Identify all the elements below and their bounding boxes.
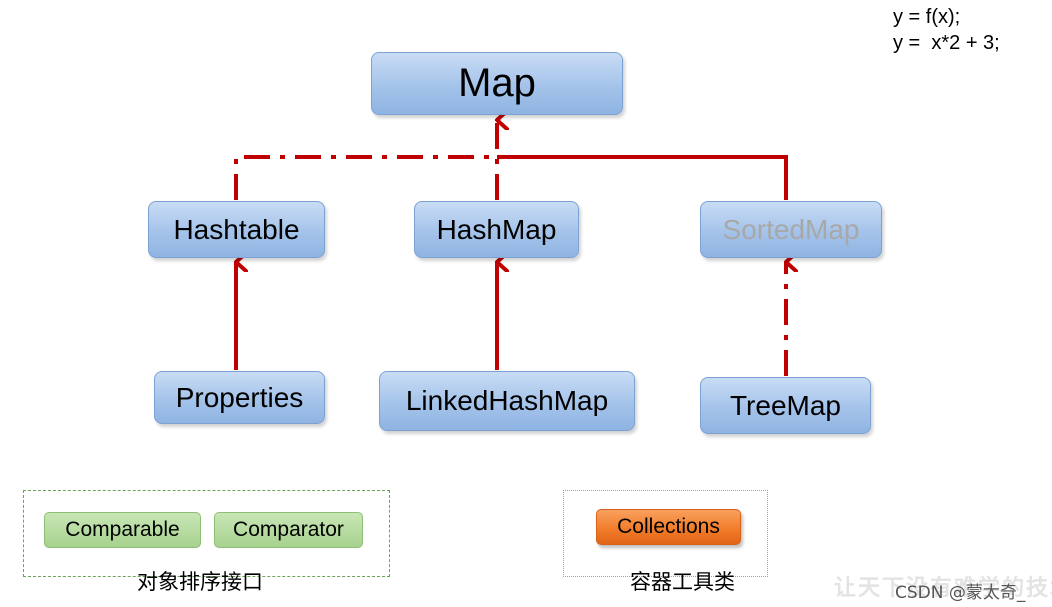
treemap-node: TreeMap bbox=[700, 377, 871, 434]
formula-line-2: y = x*2 + 3; bbox=[893, 32, 1000, 54]
formula-line-1: y = f(x); bbox=[893, 6, 961, 28]
comparable-label: Comparable bbox=[65, 518, 180, 541]
comparator-label: Comparator bbox=[233, 518, 344, 541]
linkedhashmap-node: LinkedHashMap bbox=[379, 371, 635, 431]
collections-box: Collections bbox=[596, 509, 741, 545]
sortedmap-to-map-edge bbox=[497, 155, 788, 200]
sorting-interfaces-caption: 对象排序接口 bbox=[137, 570, 263, 594]
csdn-credit: CSDN @蒙太奇_ bbox=[895, 583, 1026, 603]
formula-note: y = f(x); y = x*2 + 3; bbox=[893, 4, 1000, 56]
comparator-box: Comparator bbox=[214, 512, 363, 548]
map-node-label: Map bbox=[458, 61, 536, 105]
utility-class-caption: 容器工具类 bbox=[630, 570, 735, 594]
sortedmap-node-label: SortedMap bbox=[722, 213, 860, 245]
properties-node: Properties bbox=[154, 371, 325, 424]
hashmap-node-label: HashMap bbox=[436, 213, 557, 245]
sortedmap-node: SortedMap bbox=[700, 201, 882, 258]
utility-class-group bbox=[563, 490, 768, 577]
hashtable-node-label: Hashtable bbox=[173, 213, 300, 245]
hashtable-to-map-edge bbox=[234, 155, 497, 200]
properties-node-label: Properties bbox=[175, 381, 304, 413]
hashtable-node: Hashtable bbox=[148, 201, 325, 258]
linkedhashmap-node-label: LinkedHashMap bbox=[405, 385, 609, 416]
sorting-interfaces-group bbox=[23, 490, 390, 577]
watermark-text: 让天下没有难学的技术 bbox=[834, 575, 1052, 601]
map-node: Map bbox=[371, 52, 623, 115]
comparable-box: Comparable bbox=[44, 512, 201, 548]
hashmap-node: HashMap bbox=[414, 201, 579, 258]
treemap-node-label: TreeMap bbox=[729, 389, 841, 421]
collections-label: Collections bbox=[617, 515, 720, 538]
